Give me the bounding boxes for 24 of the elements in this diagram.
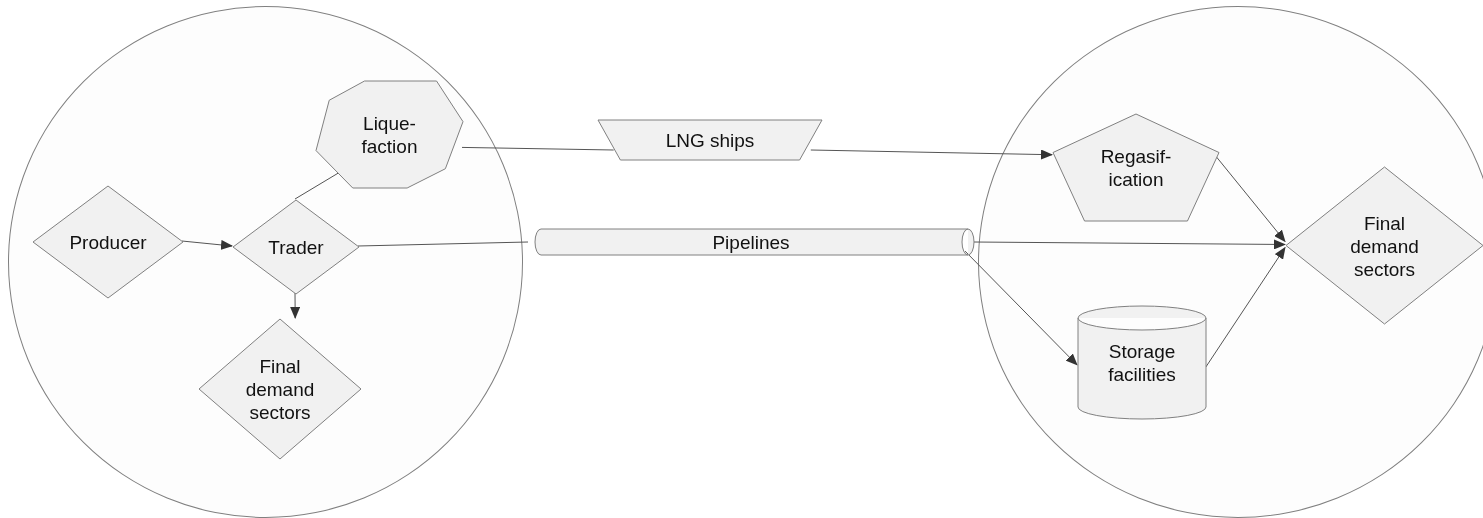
connector-line <box>357 241 529 247</box>
trapezoid-node <box>598 120 822 160</box>
septagon-node <box>316 81 463 188</box>
arrow <box>810 149 1053 160</box>
node-label: Pipelines <box>712 230 790 254</box>
diamond-node <box>199 319 361 459</box>
node-label: Final demand sectors <box>1349 211 1420 280</box>
diamond-node <box>1286 167 1483 324</box>
cylinder-node <box>1078 306 1206 419</box>
node-label: Trader <box>268 235 324 259</box>
arrow <box>964 250 1078 366</box>
node-label: LNG ships <box>665 128 755 152</box>
arrow <box>973 239 1286 250</box>
arrow <box>290 292 301 319</box>
diamond-node <box>33 186 183 298</box>
connector-line <box>461 146 615 151</box>
pentagon-node <box>1053 114 1219 221</box>
node-label: Lique- faction <box>360 111 419 158</box>
node-label: Producer <box>69 230 147 254</box>
node-label: Final demand sectors <box>244 354 316 424</box>
node-label: Storage facilities <box>1107 339 1177 386</box>
node-label: Regasif- ication <box>1099 144 1173 191</box>
diamond-node <box>233 200 359 294</box>
arrow <box>181 239 233 250</box>
